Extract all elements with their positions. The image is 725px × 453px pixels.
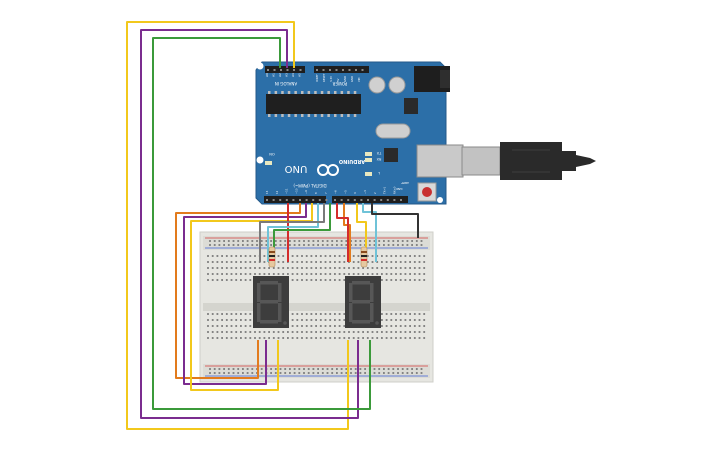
analog-pin-label: A5 xyxy=(298,73,302,77)
wires xyxy=(126,21,419,430)
voltage-regulator xyxy=(404,98,418,114)
wire-yellow-d2 xyxy=(356,203,367,262)
digital-pin-label: ~11 xyxy=(285,188,289,194)
rx-label: RX xyxy=(376,157,381,161)
brand-label: ARDUINO xyxy=(339,158,365,164)
l-label: L xyxy=(378,171,380,175)
digital-pin-label: ~3 xyxy=(363,190,367,194)
analog-header xyxy=(265,66,305,73)
seven-segment-display-right xyxy=(345,276,381,328)
power-pin-label: RESET xyxy=(322,73,326,82)
digital-pin-label: ~10 xyxy=(294,188,298,194)
analog-header-label: ANALOG IN xyxy=(275,81,297,86)
power-pin-label: 5V xyxy=(336,78,340,82)
mounting-hole xyxy=(256,156,264,164)
power-pin-label: 3.3V xyxy=(329,76,333,82)
digital-header-high xyxy=(332,196,408,203)
reset-button[interactable] xyxy=(422,187,432,197)
usb-port xyxy=(416,144,464,178)
power-pin-label: VIN xyxy=(357,77,361,82)
digital-pin-label: 2 xyxy=(373,192,377,194)
digital-pin-label: 4 xyxy=(353,192,357,194)
arduino-logo-icon xyxy=(317,164,339,176)
capacitor xyxy=(368,76,386,94)
capacitor xyxy=(388,76,406,94)
digital-pin-label: TX→1 xyxy=(383,186,387,194)
digital-pin-label: RX←0 xyxy=(392,186,396,194)
usb-chip xyxy=(384,148,398,162)
wire-red-d2 xyxy=(336,203,349,262)
resistor-left xyxy=(268,246,276,268)
breadboard xyxy=(199,231,434,383)
tx-label: TX xyxy=(376,151,382,155)
wire-orange-d xyxy=(175,203,301,379)
digital-pin-label: 12 xyxy=(275,190,279,194)
wire-blue-d2 xyxy=(362,203,377,262)
wire-blue-d xyxy=(267,203,319,262)
analog-pin-label: A4 xyxy=(291,73,295,77)
on-led xyxy=(265,161,272,165)
wire-black-gnd xyxy=(371,203,419,238)
tx-led xyxy=(365,152,372,156)
power-pin-label: GND xyxy=(343,76,347,82)
wire-purple-d xyxy=(183,203,307,385)
digital-pin-label: 8 xyxy=(314,192,318,194)
aref-label: AREF xyxy=(401,181,409,185)
seven-segment-display-left xyxy=(253,276,289,328)
digital-header-label: DIGITAL (PWM~) xyxy=(293,183,327,188)
atmega-chip xyxy=(266,94,361,114)
analog-pin-label: A2 xyxy=(278,73,282,77)
digital-header-low xyxy=(264,196,326,203)
wire-green-d xyxy=(273,203,331,262)
wire-yellow-a0 xyxy=(126,21,349,430)
analog-pin-label: A3 xyxy=(285,73,289,77)
power-header-pins xyxy=(314,66,369,73)
analog-pin-label: A0 xyxy=(265,73,269,77)
wire-purple-a1 xyxy=(140,29,359,419)
power-header-label: POWER xyxy=(332,81,347,86)
mounting-hole xyxy=(437,197,443,203)
on-label: ON xyxy=(269,152,275,156)
wire-yellow-d xyxy=(190,203,313,391)
wire-green-a2 xyxy=(152,37,371,410)
l-led xyxy=(365,172,372,176)
digital-pin-label: ~9 xyxy=(304,190,308,194)
gnd-label: GND xyxy=(395,187,403,191)
power-pin-label: GND xyxy=(350,76,354,82)
rx-led xyxy=(365,158,372,162)
digital-pin-label: ~6 xyxy=(334,190,338,194)
arduino-uno-board: UNO ARDUINO ANALOG IN POWER DIGITAL (PWM… xyxy=(255,61,464,205)
resistor-right xyxy=(360,246,368,268)
analog-pin-label: A1 xyxy=(272,73,276,77)
crystal xyxy=(375,123,411,139)
usb-cable xyxy=(461,142,596,180)
usb-plug xyxy=(500,142,562,180)
digital-pin-label: 7 xyxy=(324,192,328,194)
model-label: UNO xyxy=(285,163,308,174)
digital-pin-label: 13 xyxy=(265,190,269,194)
power-pin-label: IOREF xyxy=(315,74,319,82)
digital-pin-label: ~5 xyxy=(343,190,347,194)
mounting-hole xyxy=(256,62,264,70)
wire-gray-d xyxy=(259,203,325,262)
